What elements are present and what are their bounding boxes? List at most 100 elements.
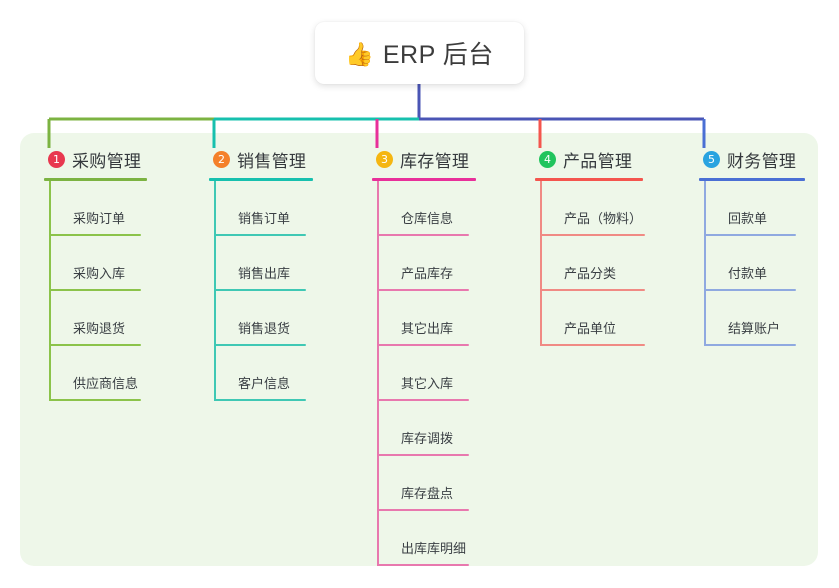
branch-spine [377, 181, 379, 566]
leaf-underline [214, 289, 306, 291]
branch-title: 财务管理 [727, 151, 797, 171]
branch-underline [699, 178, 805, 181]
leaf-node[interactable]: 回款单 [699, 181, 805, 236]
leaf-label: 产品分类 [564, 266, 617, 281]
leaf-label: 销售出库 [238, 266, 291, 281]
leaf-underline [377, 509, 469, 511]
thumbs-up-icon: 👍 [345, 40, 374, 67]
leaf-underline [49, 289, 141, 291]
branch-column-5: 5 财务管理回款单付款单结算账户 [699, 146, 805, 346]
branch-number-badge: 2 [213, 150, 230, 168]
leaf-label: 其它入库 [401, 376, 454, 391]
branch-column-1: 1 采购管理采购订单采购入库采购退货供应商信息 [44, 146, 147, 401]
leaf-underline [214, 234, 306, 236]
branch-item-list: 产品（物料） 产品分类产品单位 [535, 181, 645, 346]
leaf-node[interactable]: 库存盘点 [372, 456, 476, 511]
branch-title: 采购管理 [72, 151, 142, 171]
leaf-underline [214, 344, 306, 346]
branch-header-4[interactable]: 4 产品管理 [535, 146, 643, 172]
leaf-underline [704, 289, 796, 291]
branch-underline [209, 178, 313, 181]
branch-title: 库存管理 [400, 151, 470, 171]
branch-header-1[interactable]: 1 采购管理 [44, 146, 147, 172]
leaf-label: 供应商信息 [73, 376, 139, 391]
leaf-node[interactable]: 销售订单 [209, 181, 313, 236]
leaf-node[interactable]: 产品（物料） [535, 181, 645, 236]
branch-header-3[interactable]: 3 库存管理 [372, 146, 476, 172]
diagram-panel [20, 133, 818, 566]
leaf-label: 产品单位 [564, 321, 617, 336]
leaf-label: 客户信息 [238, 376, 291, 391]
branch-underline [44, 178, 147, 181]
leaf-underline [377, 564, 469, 566]
leaf-underline [49, 234, 141, 236]
leaf-node[interactable]: 采购入库 [44, 236, 147, 291]
leaf-label: 产品（物料） [564, 211, 643, 226]
leaf-node[interactable]: 其它入库 [372, 346, 476, 401]
leaf-label: 采购订单 [73, 211, 126, 226]
leaf-underline [377, 344, 469, 346]
branch-column-4: 4 产品管理产品（物料） 产品分类产品单位 [535, 146, 645, 346]
leaf-label: 销售退货 [238, 321, 291, 336]
leaf-underline [377, 234, 469, 236]
leaf-underline [49, 344, 141, 346]
branch-spine [704, 181, 706, 346]
branch-spine [49, 181, 51, 401]
leaf-label: 采购入库 [73, 266, 126, 281]
leaf-label: 出库库明细 [401, 541, 467, 556]
leaf-label: 产品库存 [401, 266, 454, 281]
leaf-node[interactable]: 供应商信息 [44, 346, 147, 401]
branch-header-5[interactable]: 5 财务管理 [699, 146, 805, 172]
leaf-underline [704, 234, 796, 236]
leaf-underline [540, 344, 645, 346]
branch-number-badge: 5 [703, 150, 720, 168]
leaf-node[interactable]: 采购退货 [44, 291, 147, 346]
branch-number-badge: 1 [48, 150, 65, 168]
leaf-node[interactable]: 产品分类 [535, 236, 645, 291]
leaf-node[interactable]: 付款单 [699, 236, 805, 291]
leaf-label: 采购退货 [73, 321, 126, 336]
leaf-label: 付款单 [728, 266, 768, 281]
leaf-node[interactable]: 销售出库 [209, 236, 313, 291]
branch-spine [214, 181, 216, 401]
branch-title: 销售管理 [237, 151, 307, 171]
leaf-node[interactable]: 出库库明细 [372, 511, 476, 566]
leaf-node[interactable]: 客户信息 [209, 346, 313, 401]
leaf-label: 回款单 [728, 211, 768, 226]
leaf-underline [214, 399, 306, 401]
branch-number-badge: 4 [539, 150, 556, 168]
branch-column-2: 2 销售管理销售订单销售出库销售退货客户信息 [209, 146, 313, 401]
root-node[interactable]: 👍 ERP 后台 [315, 22, 524, 84]
leaf-underline [704, 344, 796, 346]
branch-title: 产品管理 [563, 151, 633, 171]
branch-item-list: 采购订单采购入库采购退货供应商信息 [44, 181, 147, 401]
leaf-label: 仓库信息 [401, 211, 454, 226]
leaf-label: 结算账户 [728, 321, 781, 336]
branch-column-3: 3 库存管理仓库信息产品库存其它出库其它入库库存调拨库存盘点出库库明细 [372, 146, 476, 566]
leaf-label: 库存调拨 [401, 431, 454, 446]
leaf-underline [377, 399, 469, 401]
leaf-underline [540, 234, 645, 236]
branch-underline [535, 178, 643, 181]
branch-header-2[interactable]: 2 销售管理 [209, 146, 313, 172]
leaf-node[interactable]: 产品单位 [535, 291, 645, 346]
leaf-label: 库存盘点 [401, 486, 454, 501]
leaf-underline [377, 454, 469, 456]
leaf-underline [49, 399, 141, 401]
branch-underline [372, 178, 476, 181]
leaf-node[interactable]: 销售退货 [209, 291, 313, 346]
branch-item-list: 销售订单销售出库销售退货客户信息 [209, 181, 313, 401]
branch-number-badge: 3 [376, 150, 393, 168]
leaf-node[interactable]: 其它出库 [372, 291, 476, 346]
leaf-node[interactable]: 采购订单 [44, 181, 147, 236]
leaf-node[interactable]: 仓库信息 [372, 181, 476, 236]
leaf-node[interactable]: 库存调拨 [372, 401, 476, 456]
branch-spine [540, 181, 542, 346]
leaf-node[interactable]: 结算账户 [699, 291, 805, 346]
leaf-node[interactable]: 产品库存 [372, 236, 476, 291]
leaf-label: 其它出库 [401, 321, 454, 336]
leaf-label: 销售订单 [238, 211, 291, 226]
leaf-underline [377, 289, 469, 291]
root-title: ERP 后台 [382, 41, 494, 69]
